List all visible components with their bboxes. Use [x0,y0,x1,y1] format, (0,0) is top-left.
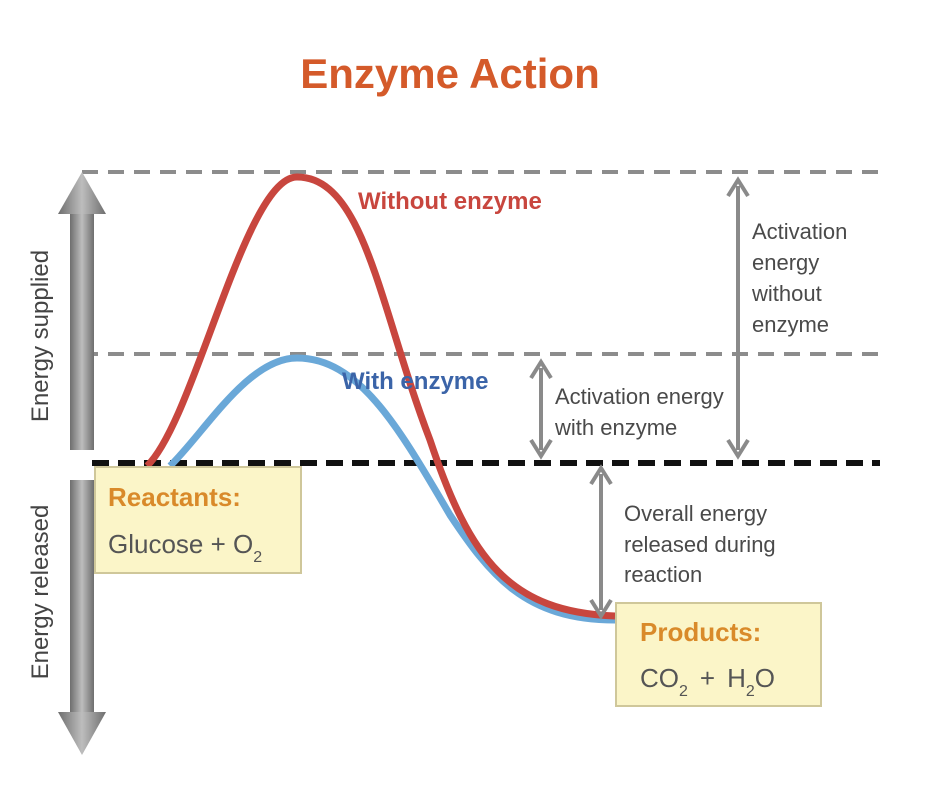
with-enzyme-label: With enzyme [342,368,488,395]
activation-energy-without-enzyme-arrow [726,176,750,460]
activation-energy-without-enzyme-note: Activation energy without enzyme [751,219,854,337]
products-box: Products: CO2+H2O [615,602,822,707]
with-enzyme-curve [167,354,616,624]
energy-supplied-label: Energy supplied [27,250,54,422]
energy-released-arrow [58,480,106,755]
energy-released-label: Energy released [27,505,54,680]
overall-energy-released-note: Overall energy released during reaction [624,501,782,587]
products-formula: CO2+H2O [640,663,775,700]
activation-energy-with-enzyme-arrow [529,358,553,460]
reactants-box: Reactants: Glucose + O2 [94,466,302,574]
products-title: Products: [640,617,761,647]
energy-supplied-arrow [58,172,106,450]
reactants-title: Reactants: [108,482,241,512]
overall-energy-released-arrow [589,464,613,620]
without-enzyme-label: Without enzyme [358,188,542,215]
reactants-formula: Glucose + O2 [108,529,262,566]
diagram-title: Enzyme Action [300,50,600,97]
without-enzyme-curve [144,173,616,620]
activation-energy-with-enzyme-note: Activation energy with enzyme [554,384,730,440]
